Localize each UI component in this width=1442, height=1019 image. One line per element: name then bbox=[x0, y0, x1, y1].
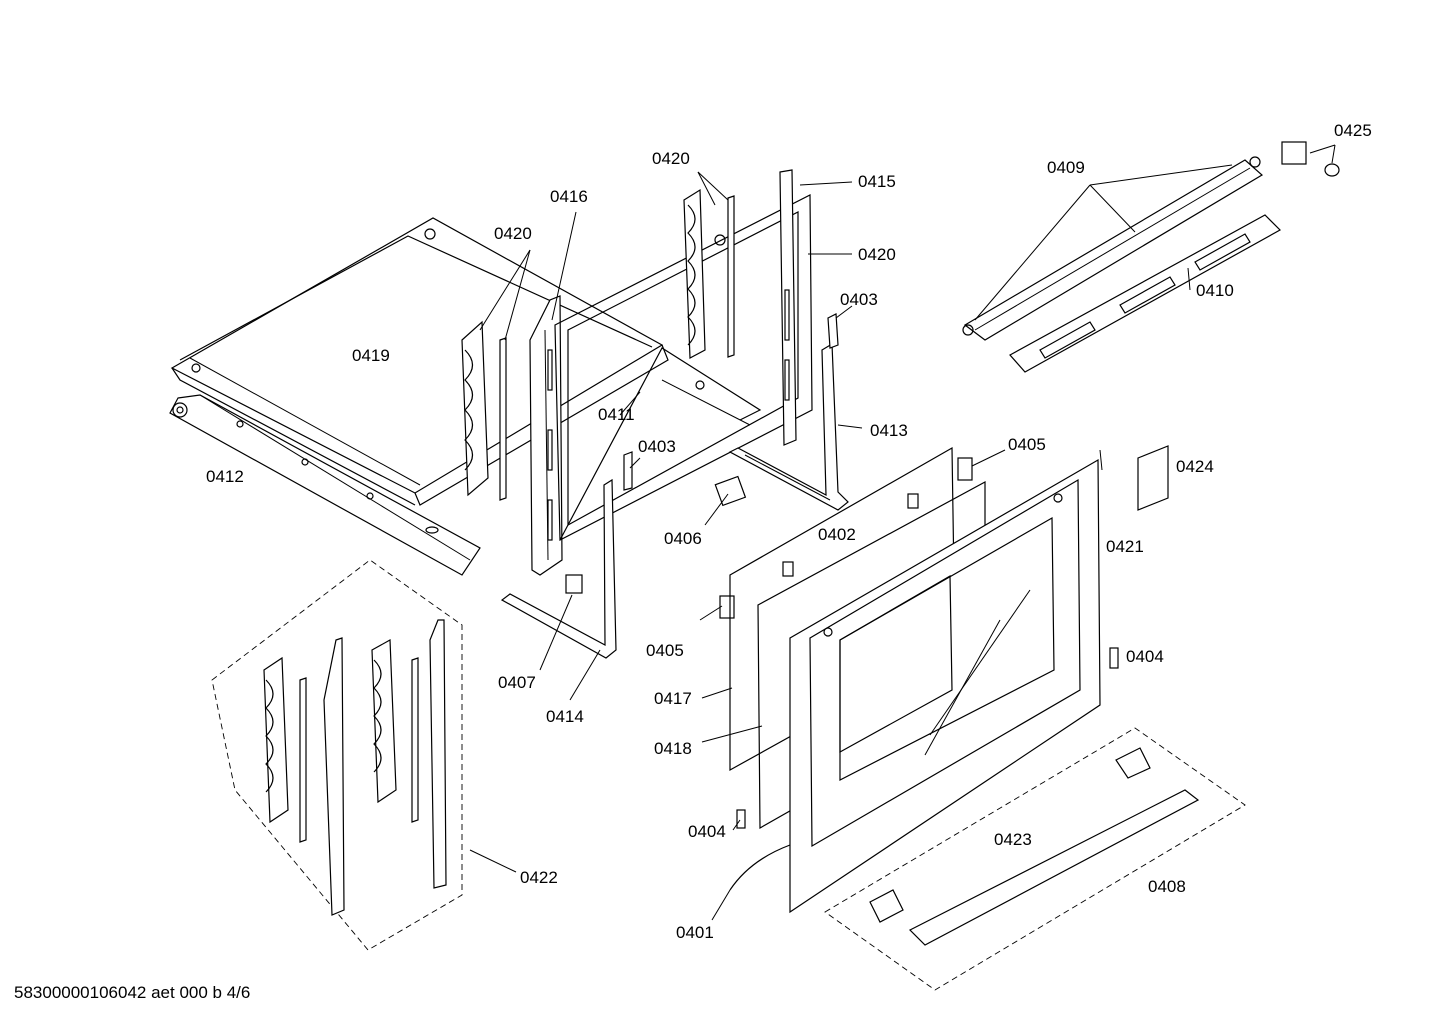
label-0403: 0403 bbox=[840, 290, 878, 309]
part-0408-handle-kit bbox=[824, 727, 1246, 991]
part-0405-clip-lower bbox=[719, 595, 735, 619]
part-0422-rack-kit bbox=[211, 559, 463, 951]
label-0419: 0419 bbox=[352, 346, 390, 365]
footer-document-id: 58300000106042 aet 000 b 4/6 bbox=[14, 983, 250, 1002]
part-0412-front-rail bbox=[169, 394, 481, 576]
callout-labels: 0401 0402 0403 0403 0404 0404 0405 0405 … bbox=[206, 121, 1372, 942]
label-0404: 0404 bbox=[688, 822, 726, 841]
label-0421: 0421 bbox=[1106, 537, 1144, 556]
label-0401: 0401 bbox=[676, 923, 714, 942]
part-0404-clip-left bbox=[736, 809, 746, 829]
label-0420: 0420 bbox=[858, 245, 896, 264]
part-0420-left-rack bbox=[461, 320, 507, 501]
label-0405: 0405 bbox=[1008, 435, 1046, 454]
label-0416: 0416 bbox=[550, 187, 588, 206]
part-0405-clip-upper bbox=[957, 457, 973, 481]
label-0411: 0411 bbox=[598, 405, 635, 424]
label-0408: 0408 bbox=[1148, 877, 1186, 896]
label-0403: 0403 bbox=[638, 437, 676, 456]
label-0415: 0415 bbox=[858, 172, 896, 191]
label-0420: 0420 bbox=[494, 224, 532, 243]
label-0404: 0404 bbox=[1126, 647, 1164, 666]
part-0416-side-frame bbox=[529, 295, 563, 576]
label-0418: 0418 bbox=[654, 739, 692, 758]
label-0405: 0405 bbox=[646, 641, 684, 660]
part-0421-door-frame bbox=[729, 458, 1101, 914]
label-0406: 0406 bbox=[664, 529, 702, 548]
label-0410: 0410 bbox=[1196, 281, 1234, 300]
part-0420-center-rack bbox=[683, 188, 735, 359]
label-0422: 0422 bbox=[520, 868, 558, 887]
label-0413: 0413 bbox=[870, 421, 908, 440]
part-0406-clip bbox=[714, 475, 747, 507]
label-0424: 0424 bbox=[1176, 457, 1214, 476]
label-0407: 0407 bbox=[498, 673, 536, 692]
label-0425: 0425 bbox=[1334, 121, 1372, 140]
part-0410-vent-rail bbox=[1009, 214, 1281, 373]
label-0414: 0414 bbox=[546, 707, 584, 726]
part-0404-clip-right bbox=[1109, 647, 1119, 669]
part-0413-right-bracket bbox=[728, 313, 849, 511]
part-0415-frame-post bbox=[779, 169, 797, 446]
part-0424-label-plate bbox=[1137, 445, 1169, 511]
part-0407-0414-lower-bracket bbox=[500, 451, 633, 659]
label-0417: 0417 bbox=[654, 689, 692, 708]
label-0420: 0420 bbox=[652, 149, 690, 168]
part-0419-top-panel bbox=[170, 217, 669, 506]
part-0411-inner-frame bbox=[554, 194, 813, 541]
label-0412: 0412 bbox=[206, 467, 244, 486]
label-0423: 0423 bbox=[994, 830, 1032, 849]
leader-lines bbox=[469, 144, 1336, 921]
part-0425-connector bbox=[1281, 141, 1340, 177]
part-0409-control-rail bbox=[962, 156, 1264, 341]
label-0402: 0402 bbox=[818, 525, 856, 544]
label-0409: 0409 bbox=[1047, 158, 1085, 177]
